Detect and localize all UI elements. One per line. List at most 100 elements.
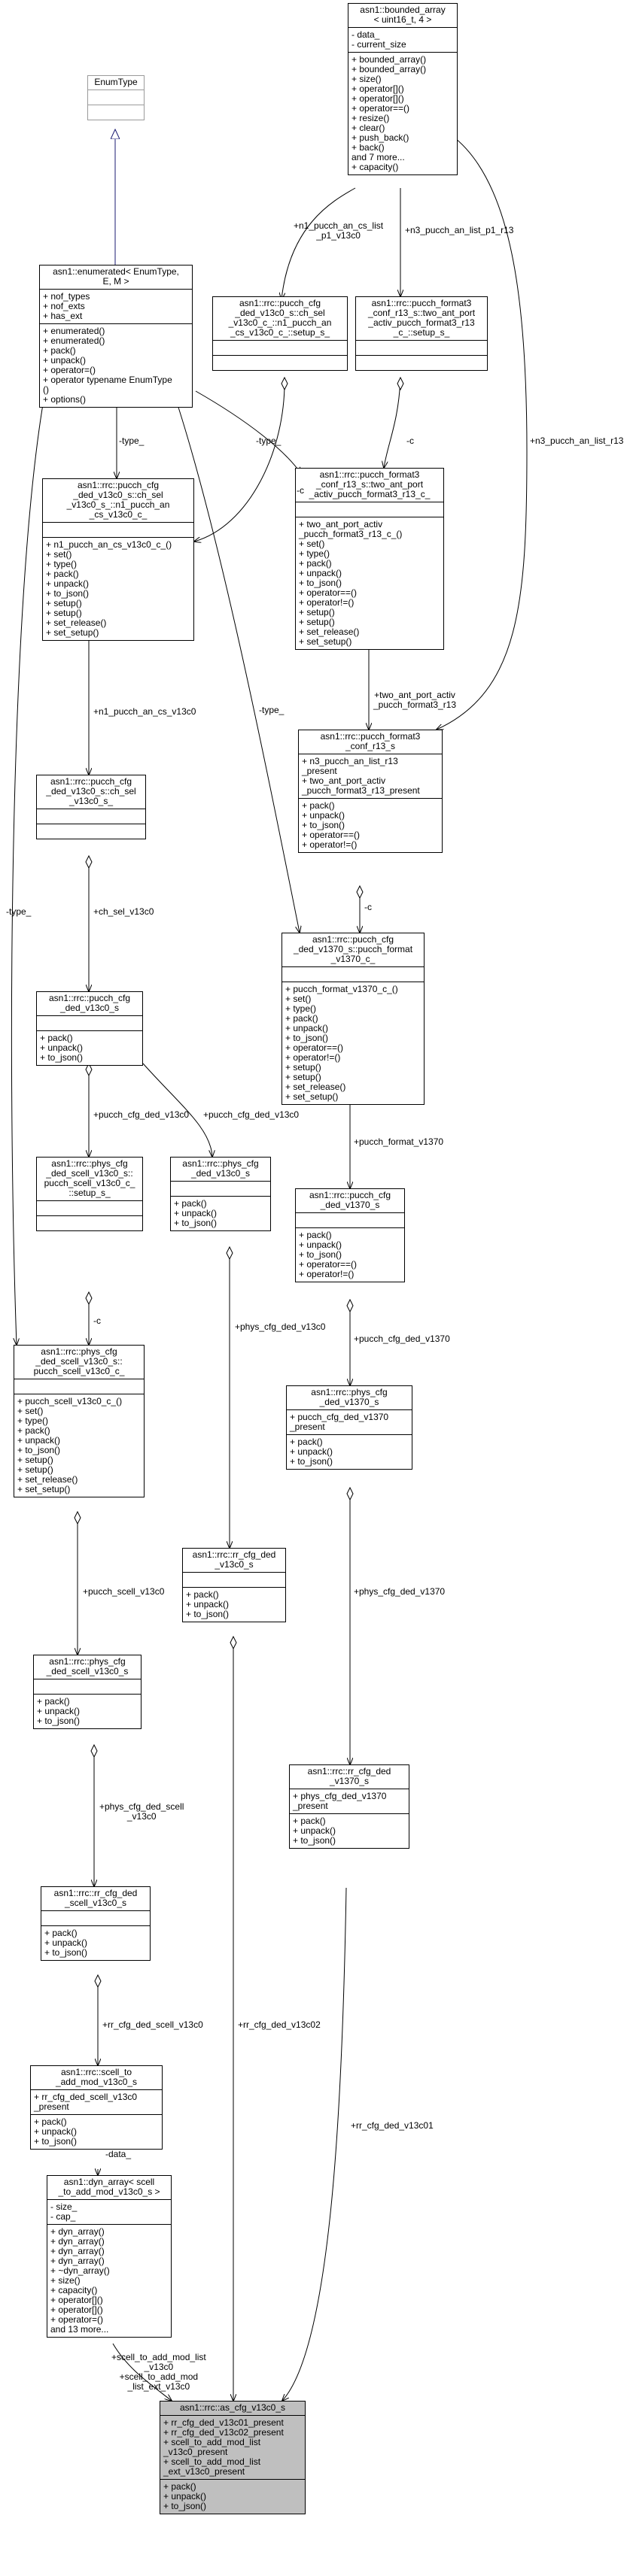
node-ch-sel-s[interactable]: asn1::rrc::pucch_cfg _ded_v13c0_s::ch_se… bbox=[36, 775, 146, 839]
node-rr-ded-v13c0[interactable]: asn1::rrc::rr_cfg_ded _v13c0_s + pack() … bbox=[182, 1548, 286, 1622]
edge-label-rr-scell: +rr_cfg_ded_scell_v13c0 bbox=[102, 2019, 203, 2030]
edge-label-c-2: -c bbox=[406, 435, 414, 446]
node-attributes bbox=[37, 809, 145, 824]
node-methods bbox=[88, 105, 144, 120]
node-n1-pucch-c[interactable]: asn1::rrc::pucch_cfg _ded_v13c0_s::ch_se… bbox=[42, 478, 194, 641]
node-dyn-array[interactable]: asn1::dyn_array< scell _to_add_mod_v13c0… bbox=[47, 2175, 172, 2338]
node-attributes bbox=[171, 1182, 270, 1197]
edge-label-n1-pucch: +n1_pucch_an_cs_v13c0 bbox=[93, 706, 196, 717]
edge-label-type-4: -type_ bbox=[6, 906, 32, 917]
node-attributes bbox=[183, 1573, 285, 1588]
edge-label-pucch-ded-v1370: +pucch_cfg_ded_v1370 bbox=[354, 1334, 450, 1344]
node-title: asn1::rrc::pucch_format3 _conf_r13_s::tw… bbox=[356, 297, 487, 341]
node-attributes bbox=[282, 967, 424, 982]
edge-rr-v13c01 bbox=[282, 1887, 347, 2401]
node-attributes: + phys_cfg_ded_v1370 _present bbox=[290, 1789, 409, 1814]
node-methods: + pack() + unpack() + to_json() bbox=[40, 1033, 84, 1063]
node-f3-setup[interactable]: asn1::rrc::pucch_format3 _conf_r13_s::tw… bbox=[355, 296, 488, 371]
node-methods: + bounded_array() + bounded_array() + si… bbox=[351, 54, 427, 172]
node-as-cfg[interactable]: asn1::rrc::as_cfg_v13c0_s + rr_cfg_ded_v… bbox=[160, 2401, 306, 2514]
node-methods: + pack() + unpack() + to_json() bbox=[44, 1928, 88, 1958]
edge-label-n3-list: +n3_pucch_an_list_r13 bbox=[530, 435, 624, 446]
node-bounded-array[interactable]: asn1::bounded_array < uint16_t, 4 > - da… bbox=[348, 3, 458, 175]
node-methods: + enumerated() + enumerated() + pack() +… bbox=[43, 326, 172, 405]
edge-c-1 bbox=[194, 377, 285, 542]
node-pucch-ded-v13c0[interactable]: asn1::rrc::pucch_cfg _ded_v13c0_s + pack… bbox=[36, 991, 143, 1066]
node-methods: + pack() + unpack() + to_json() + operat… bbox=[299, 1230, 358, 1279]
node-title: asn1::rrc::phys_cfg _ded_scell_v13c0_s bbox=[34, 1655, 141, 1679]
edge-n3-list bbox=[437, 135, 528, 730]
node-scell-setup[interactable]: asn1::rrc::phys_cfg _ded_scell_v13c0_s::… bbox=[36, 1157, 143, 1231]
node-attributes bbox=[34, 1679, 141, 1695]
node-title: asn1::rrc::pucch_cfg _ded_v13c0_s bbox=[37, 992, 142, 1016]
edge-label-c-3: -c bbox=[364, 902, 372, 912]
edge-label-scell-lists: +scell_to_add_mod_list _v13c0 +scell_to_… bbox=[111, 2352, 206, 2392]
node-title: asn1::rrc::rr_cfg_ded _v13c0_s bbox=[183, 1549, 285, 1573]
node-title: EnumType bbox=[88, 76, 144, 90]
node-title: asn1::rrc::phys_cfg _ded_v1370_s bbox=[287, 1386, 412, 1410]
node-title: asn1::bounded_array < uint16_t, 4 > bbox=[348, 4, 457, 28]
edge-scell-lists bbox=[112, 2343, 172, 2401]
node-attributes bbox=[37, 1016, 142, 1031]
node-methods: + n1_pucch_an_cs_v13c0_c_() + set() + ty… bbox=[46, 539, 172, 638]
edge-label-ch-sel: +ch_sel_v13c0 bbox=[93, 906, 154, 917]
node-methods: + two_ant_port_activ _pucch_format3_r13_… bbox=[299, 519, 403, 647]
node-ch-sel-setup[interactable]: asn1::rrc::pucch_cfg _ded_v13c0_s::ch_se… bbox=[212, 296, 348, 371]
node-methods: + pack() + unpack() + to_json() bbox=[174, 1198, 218, 1228]
node-pucch-ded-v1370[interactable]: asn1::rrc::pucch_cfg _ded_v1370_s + pack… bbox=[295, 1188, 405, 1282]
edge-type-4 bbox=[11, 390, 46, 1345]
node-methods bbox=[213, 356, 347, 370]
edge-label-type-3: -type_ bbox=[259, 705, 285, 715]
edge-type-2 bbox=[195, 390, 301, 474]
node-pucch-format3-conf[interactable]: asn1::rrc::pucch_format3 _conf_r13_s + n… bbox=[298, 730, 443, 853]
node-rr-ded-v1370[interactable]: asn1::rrc::rr_cfg_ded _v1370_s + phys_cf… bbox=[289, 1764, 409, 1849]
edge-label-rr-v13c01: +rr_cfg_ded_v13c01 bbox=[351, 2120, 434, 2131]
edge-label-pucch-fmt: +pucch_format_v1370 bbox=[354, 1136, 444, 1147]
node-phys-ded-v1370[interactable]: asn1::rrc::phys_cfg _ded_v1370_s + pucch… bbox=[286, 1385, 412, 1470]
edge-label-phys-ded-v13c0: +phys_cfg_ded_v13c0 bbox=[235, 1321, 326, 1332]
node-attributes bbox=[41, 1911, 150, 1926]
node-attributes: + pucch_cfg_ded_v1370 _present bbox=[287, 1410, 412, 1435]
node-methods: + pack() + unpack() + to_json() bbox=[293, 1816, 336, 1846]
node-phys-ded-scell[interactable]: asn1::rrc::phys_cfg _ded_scell_v13c0_s +… bbox=[33, 1655, 142, 1729]
node-attributes bbox=[14, 1379, 144, 1394]
edge-n1-list bbox=[282, 187, 356, 299]
node-scell-to-add[interactable]: asn1::rrc::scell_to _add_mod_v13c0_s + r… bbox=[30, 2065, 163, 2150]
node-attributes bbox=[43, 523, 193, 538]
node-enum-type[interactable]: EnumType bbox=[87, 75, 145, 120]
node-methods: + pack() + unpack() + to_json() bbox=[290, 1437, 333, 1467]
node-methods: + pack() + unpack() + to_json() bbox=[37, 1696, 81, 1726]
node-title: asn1::rrc::pucch_cfg _ded_v13c0_s::ch_se… bbox=[43, 479, 193, 523]
edge-label-pucch-ded-v13c0-a: +pucch_cfg_ded_v13c0 bbox=[93, 1109, 190, 1120]
edge-label-phys-scell: +phys_cfg_ded_scell _v13c0 bbox=[99, 1801, 184, 1822]
edge-label-pucch-scell: +pucch_scell_v13c0 bbox=[83, 1586, 165, 1597]
edge-label-c-4: -c bbox=[93, 1315, 101, 1326]
node-phys-ded-v13c0[interactable]: asn1::rrc::phys_cfg _ded_v13c0_s + pack(… bbox=[170, 1157, 271, 1231]
edge-label-n3-list-p1: +n3_pucch_an_list_p1_r13 bbox=[405, 225, 514, 235]
edge-label-type-1: -type_ bbox=[119, 435, 145, 446]
node-attributes bbox=[37, 1201, 142, 1216]
node-title: asn1::rrc::pucch_format3 _conf_r13_s bbox=[299, 730, 442, 754]
node-title: asn1::dyn_array< scell _to_add_mod_v13c0… bbox=[47, 2176, 171, 2200]
edge-label-phys-ded-v1370: +phys_cfg_ded_v1370 bbox=[354, 1586, 446, 1597]
node-title: asn1::rrc::pucch_cfg _ded_v1370_s::pucch… bbox=[282, 933, 424, 967]
node-title: asn1::rrc::phys_cfg _ded_scell_v13c0_s::… bbox=[14, 1346, 144, 1379]
node-attributes bbox=[296, 1213, 404, 1228]
node-attributes: + rr_cfg_ded_v13c01_present + rr_cfg_ded… bbox=[160, 2416, 305, 2480]
node-attributes bbox=[296, 502, 443, 517]
node-attributes: - size_ - cap_ bbox=[47, 2200, 171, 2225]
node-pucch-scell-c[interactable]: asn1::rrc::phys_cfg _ded_scell_v13c0_s::… bbox=[14, 1345, 145, 1497]
node-methods bbox=[37, 1216, 142, 1230]
node-attributes bbox=[356, 341, 487, 356]
node-methods: + pack() + unpack() + to_json() bbox=[186, 1589, 230, 1619]
edge-c-2 bbox=[384, 377, 401, 468]
node-pucch-format-c[interactable]: asn1::rrc::pucch_cfg _ded_v1370_s::pucch… bbox=[282, 933, 425, 1105]
node-rr-ded-scell[interactable]: asn1::rrc::rr_cfg_ded _scell_v13c0_s + p… bbox=[41, 1886, 151, 1961]
node-enumerated[interactable]: asn1::enumerated< EnumType, E, M > + nof… bbox=[39, 265, 193, 408]
node-attributes: + n3_pucch_an_list_r13 _present + two_an… bbox=[299, 754, 442, 799]
node-title: asn1::rrc::as_cfg_v13c0_s bbox=[160, 2402, 305, 2416]
node-methods: + pack() + unpack() + to_json() bbox=[34, 2116, 78, 2147]
node-methods: + pucch_scell_v13c0_c_() + set() + type(… bbox=[17, 1396, 123, 1494]
node-attributes: + rr_cfg_ded_scell_v13c0 _present bbox=[31, 2090, 162, 2115]
node-two-ant-c[interactable]: asn1::rrc::pucch_format3 _conf_r13_s::tw… bbox=[295, 468, 444, 650]
